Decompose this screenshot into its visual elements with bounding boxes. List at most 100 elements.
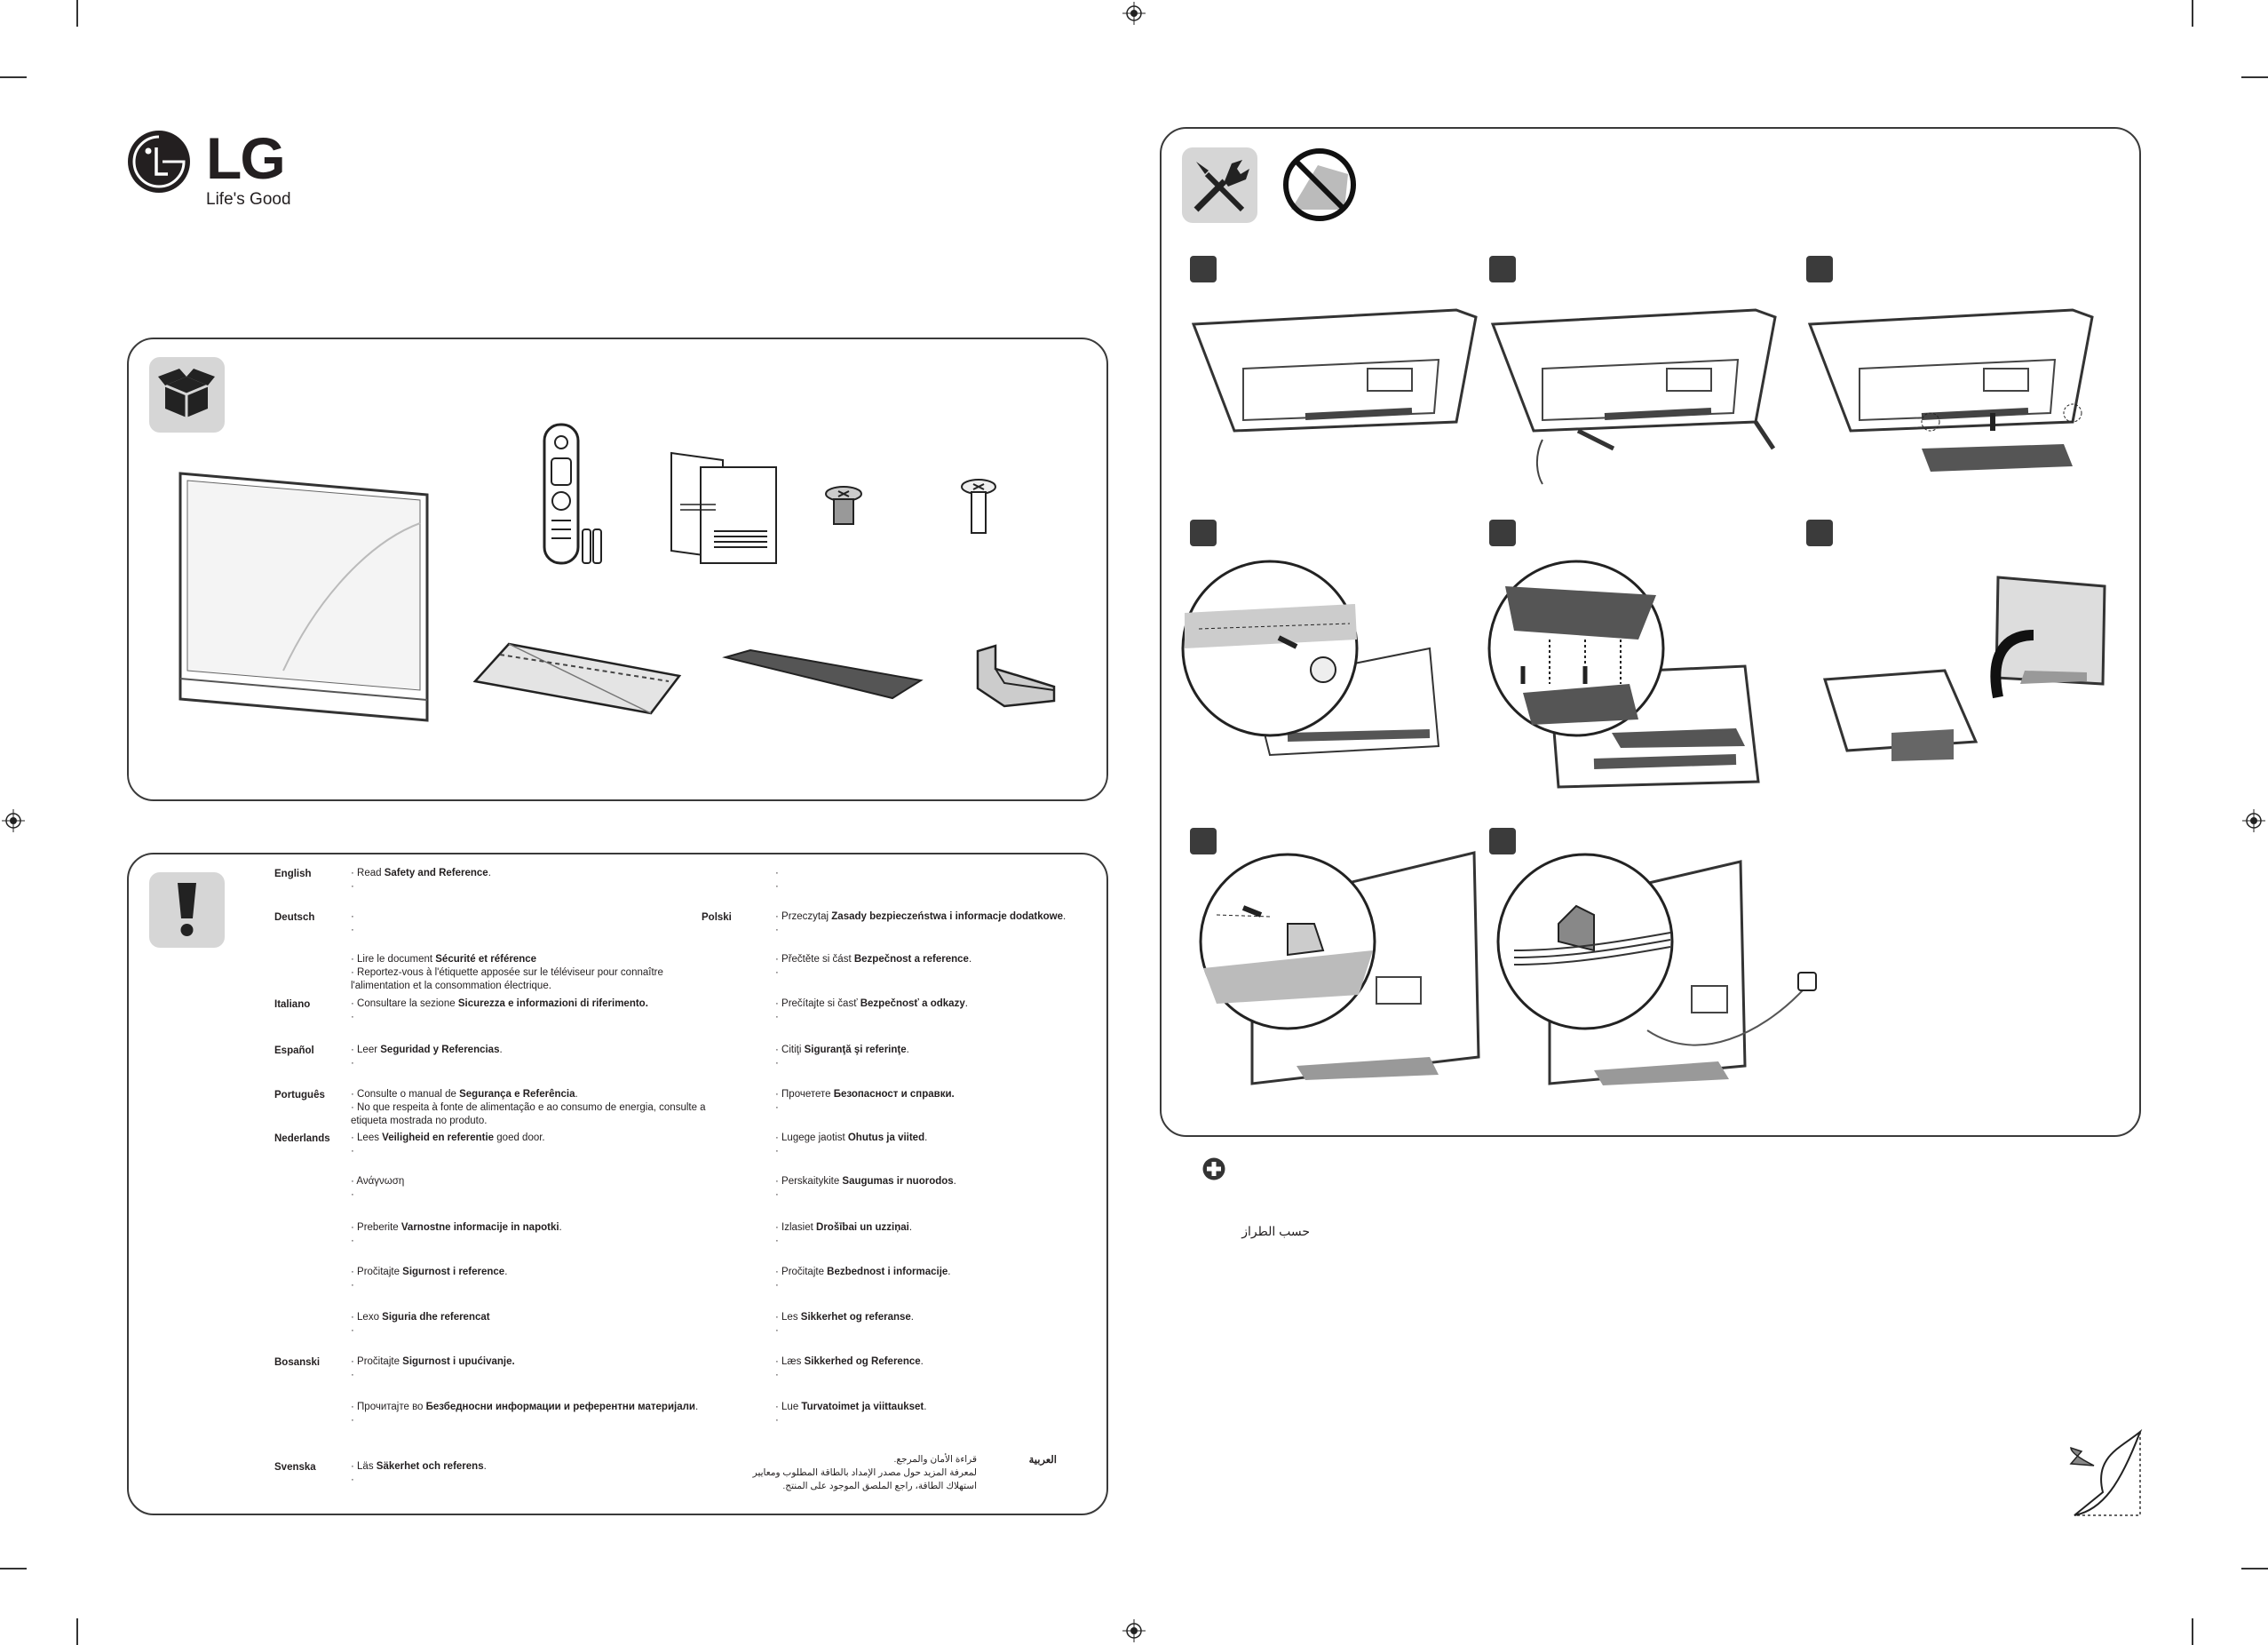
entry-bullet: · Læs Sikkerhed og Reference. xyxy=(775,1356,924,1367)
bullet-text: Pročitajte xyxy=(357,1356,403,1367)
bullet-bold-text: Безопасност и справки. xyxy=(833,1089,955,1100)
crop-mark xyxy=(0,76,27,78)
bullet-tail-text: . xyxy=(483,1461,487,1472)
step-6-illustration xyxy=(1823,576,2106,761)
safety-reference-panel xyxy=(127,853,1108,1515)
step-number-badge xyxy=(1190,520,1217,546)
bullet-tail-text: . xyxy=(910,1312,914,1323)
stand-illustration xyxy=(472,642,682,715)
step-5-illustration xyxy=(1487,560,1760,789)
entry-bullet: · xyxy=(775,967,779,978)
entry-bullet: · Lue Turvatoimet ja viittaukset. xyxy=(775,1402,927,1412)
turn-page-icon xyxy=(2069,1428,2143,1516)
bullet-text: Consultare la sezione xyxy=(357,998,458,1009)
entry-bullet: · Прочитајте во Безбедносни информации и… xyxy=(351,1402,699,1412)
entry-bullet: · Прочетете Безопасност и справки. xyxy=(775,1089,955,1100)
entry-bullet: · xyxy=(351,1146,354,1156)
entry-bullet: · Lire le document Sécurité et référence xyxy=(351,954,537,965)
bullet-tail-text: . xyxy=(906,1045,909,1055)
tv-illustration xyxy=(178,472,429,722)
bullet-text: Preberite xyxy=(357,1222,401,1233)
step-3-illustration xyxy=(1807,308,2094,472)
entry-bullet: · xyxy=(351,1236,354,1246)
step-8-illustration xyxy=(1496,853,1817,1085)
entry-bullet: · Preberite Varnostne informacije in nap… xyxy=(351,1222,562,1233)
arabic-bullet: لمعرفة المزيد حول مصدر الإمداد بالطاقة ا… xyxy=(752,1467,977,1491)
bullet-text: Läs xyxy=(357,1461,377,1472)
arabic-bullet: قراءة الأمان والمرجع. xyxy=(893,1454,978,1465)
bullet-text: Lue xyxy=(781,1402,802,1412)
bullet-tail-text: . xyxy=(924,1132,928,1143)
language-label: Español xyxy=(274,1045,314,1056)
step-7-illustration xyxy=(1199,851,1480,1085)
bullet-bold-text: Safety and Reference xyxy=(384,868,488,878)
entry-bullet: · Pročitajte Sigurnost i reference. xyxy=(351,1267,508,1277)
language-label: Português xyxy=(274,1090,325,1101)
entry-bullet: · xyxy=(775,868,779,878)
bullet-bold-text: Ohutus ja viited xyxy=(847,1132,925,1143)
entry-bullet: · xyxy=(775,1415,779,1426)
language-entry: · Lees Veiligheid en referentie goed doo… xyxy=(351,1132,545,1158)
crop-mark xyxy=(76,0,78,27)
model-dependent-note: حسب الطراز xyxy=(1241,1224,1310,1238)
crop-mark xyxy=(76,1618,78,1645)
bullet-bold-text: Bezbednost i informacije xyxy=(827,1267,948,1277)
registration-mark-icon xyxy=(1122,1619,1146,1642)
language-entry: · Läs Säkerhet och referens.· xyxy=(351,1460,487,1487)
language-entry: · Pročitajte Sigurnost i reference.· xyxy=(351,1266,507,1292)
language-entry: · · xyxy=(351,910,354,937)
bullet-text: Leer xyxy=(357,1045,381,1055)
bullet-text: Consulte o manual de xyxy=(357,1089,460,1100)
entry-bullet: · xyxy=(351,1474,354,1485)
bullet-tail-text: . xyxy=(964,998,968,1009)
plus-circle-icon xyxy=(1202,1157,1225,1180)
bullet-text: Pročitajte xyxy=(357,1267,403,1277)
language-entry: · Pročitajte Bezbednost i informacije.· xyxy=(775,1266,950,1292)
bullet-tail-text: . xyxy=(694,1402,699,1412)
entry-bullet: · Les Sikkerhet og referanse. xyxy=(775,1312,914,1323)
registration-mark-icon xyxy=(1122,2,1146,25)
language-label: Svenska xyxy=(274,1462,316,1473)
step-2-illustration xyxy=(1490,308,1777,485)
bullet-bold-text: Seguridad y Referencias xyxy=(380,1045,500,1055)
language-entry: · Consultare la sezione Sicurezza e info… xyxy=(351,997,648,1024)
language-entry: · Perskaitykite Saugumas ir nuorodos.· xyxy=(775,1175,956,1202)
language-label: Italiano xyxy=(274,999,311,1010)
manuals-illustration xyxy=(670,451,777,564)
bullet-bold-text: Безбедносни информации и референтни мате… xyxy=(425,1402,695,1412)
entry-bullet: · xyxy=(351,1325,354,1336)
language-entry: · Læs Sikkerhed og Reference. · xyxy=(775,1355,924,1382)
step-4-illustration xyxy=(1181,560,1440,757)
entry-bullet: · xyxy=(351,881,354,892)
language-entry: · Izlasiet Drošībai un uzziņai.· xyxy=(775,1221,912,1248)
step-number-badge xyxy=(1806,256,1833,282)
screw-long-icon xyxy=(961,479,996,534)
bullet-text: Citiţi xyxy=(781,1045,805,1055)
entry-bullet: · xyxy=(775,1102,779,1113)
entry-bullet: · xyxy=(351,1415,354,1426)
language-entry: · Lire le document Sécurité et référence… xyxy=(351,953,724,993)
bullet-tail-text: . xyxy=(953,1176,956,1187)
bullet-bold-text: Zasady bezpieczeństwa i informacje dodat… xyxy=(831,911,1064,922)
bullet-bold-text: Veiligheid en referentie xyxy=(382,1132,495,1143)
bullet-tail-text: . xyxy=(504,1267,508,1277)
step-number-badge xyxy=(1190,828,1217,854)
language-label: Polski xyxy=(702,912,732,923)
entry-bullet: · xyxy=(775,1370,779,1380)
registration-mark-icon xyxy=(2242,809,2265,832)
components-panel xyxy=(127,338,1108,801)
entry-bullet: · Pročitajte Sigurnost i upućivanje. xyxy=(351,1356,515,1367)
bullet-text: No que respeita à fonte de alimentação e… xyxy=(351,1102,706,1126)
crop-mark xyxy=(0,1568,27,1570)
language-entry: · Les Sikkerhet og referanse.· xyxy=(775,1311,914,1338)
entry-bullet: · No que respeita à fonte de alimentação… xyxy=(351,1102,706,1126)
entry-bullet: · Read Safety and Reference. xyxy=(351,868,491,878)
entry-bullet: · Lexo Siguria dhe referencat xyxy=(351,1312,490,1323)
language-entry: · Прочитајте во Безбедносни информации и… xyxy=(351,1401,698,1427)
language-entry: · · xyxy=(775,867,779,894)
bullet-bold-text: Siguranţă şi referinţe xyxy=(804,1045,907,1055)
screw-short-icon xyxy=(825,486,862,525)
bullet-tail-text: . xyxy=(1063,911,1067,922)
bullet-text: Reportez-vous à l'étiquette apposée sur … xyxy=(351,967,663,991)
bullet-tail-text: . xyxy=(488,868,491,878)
